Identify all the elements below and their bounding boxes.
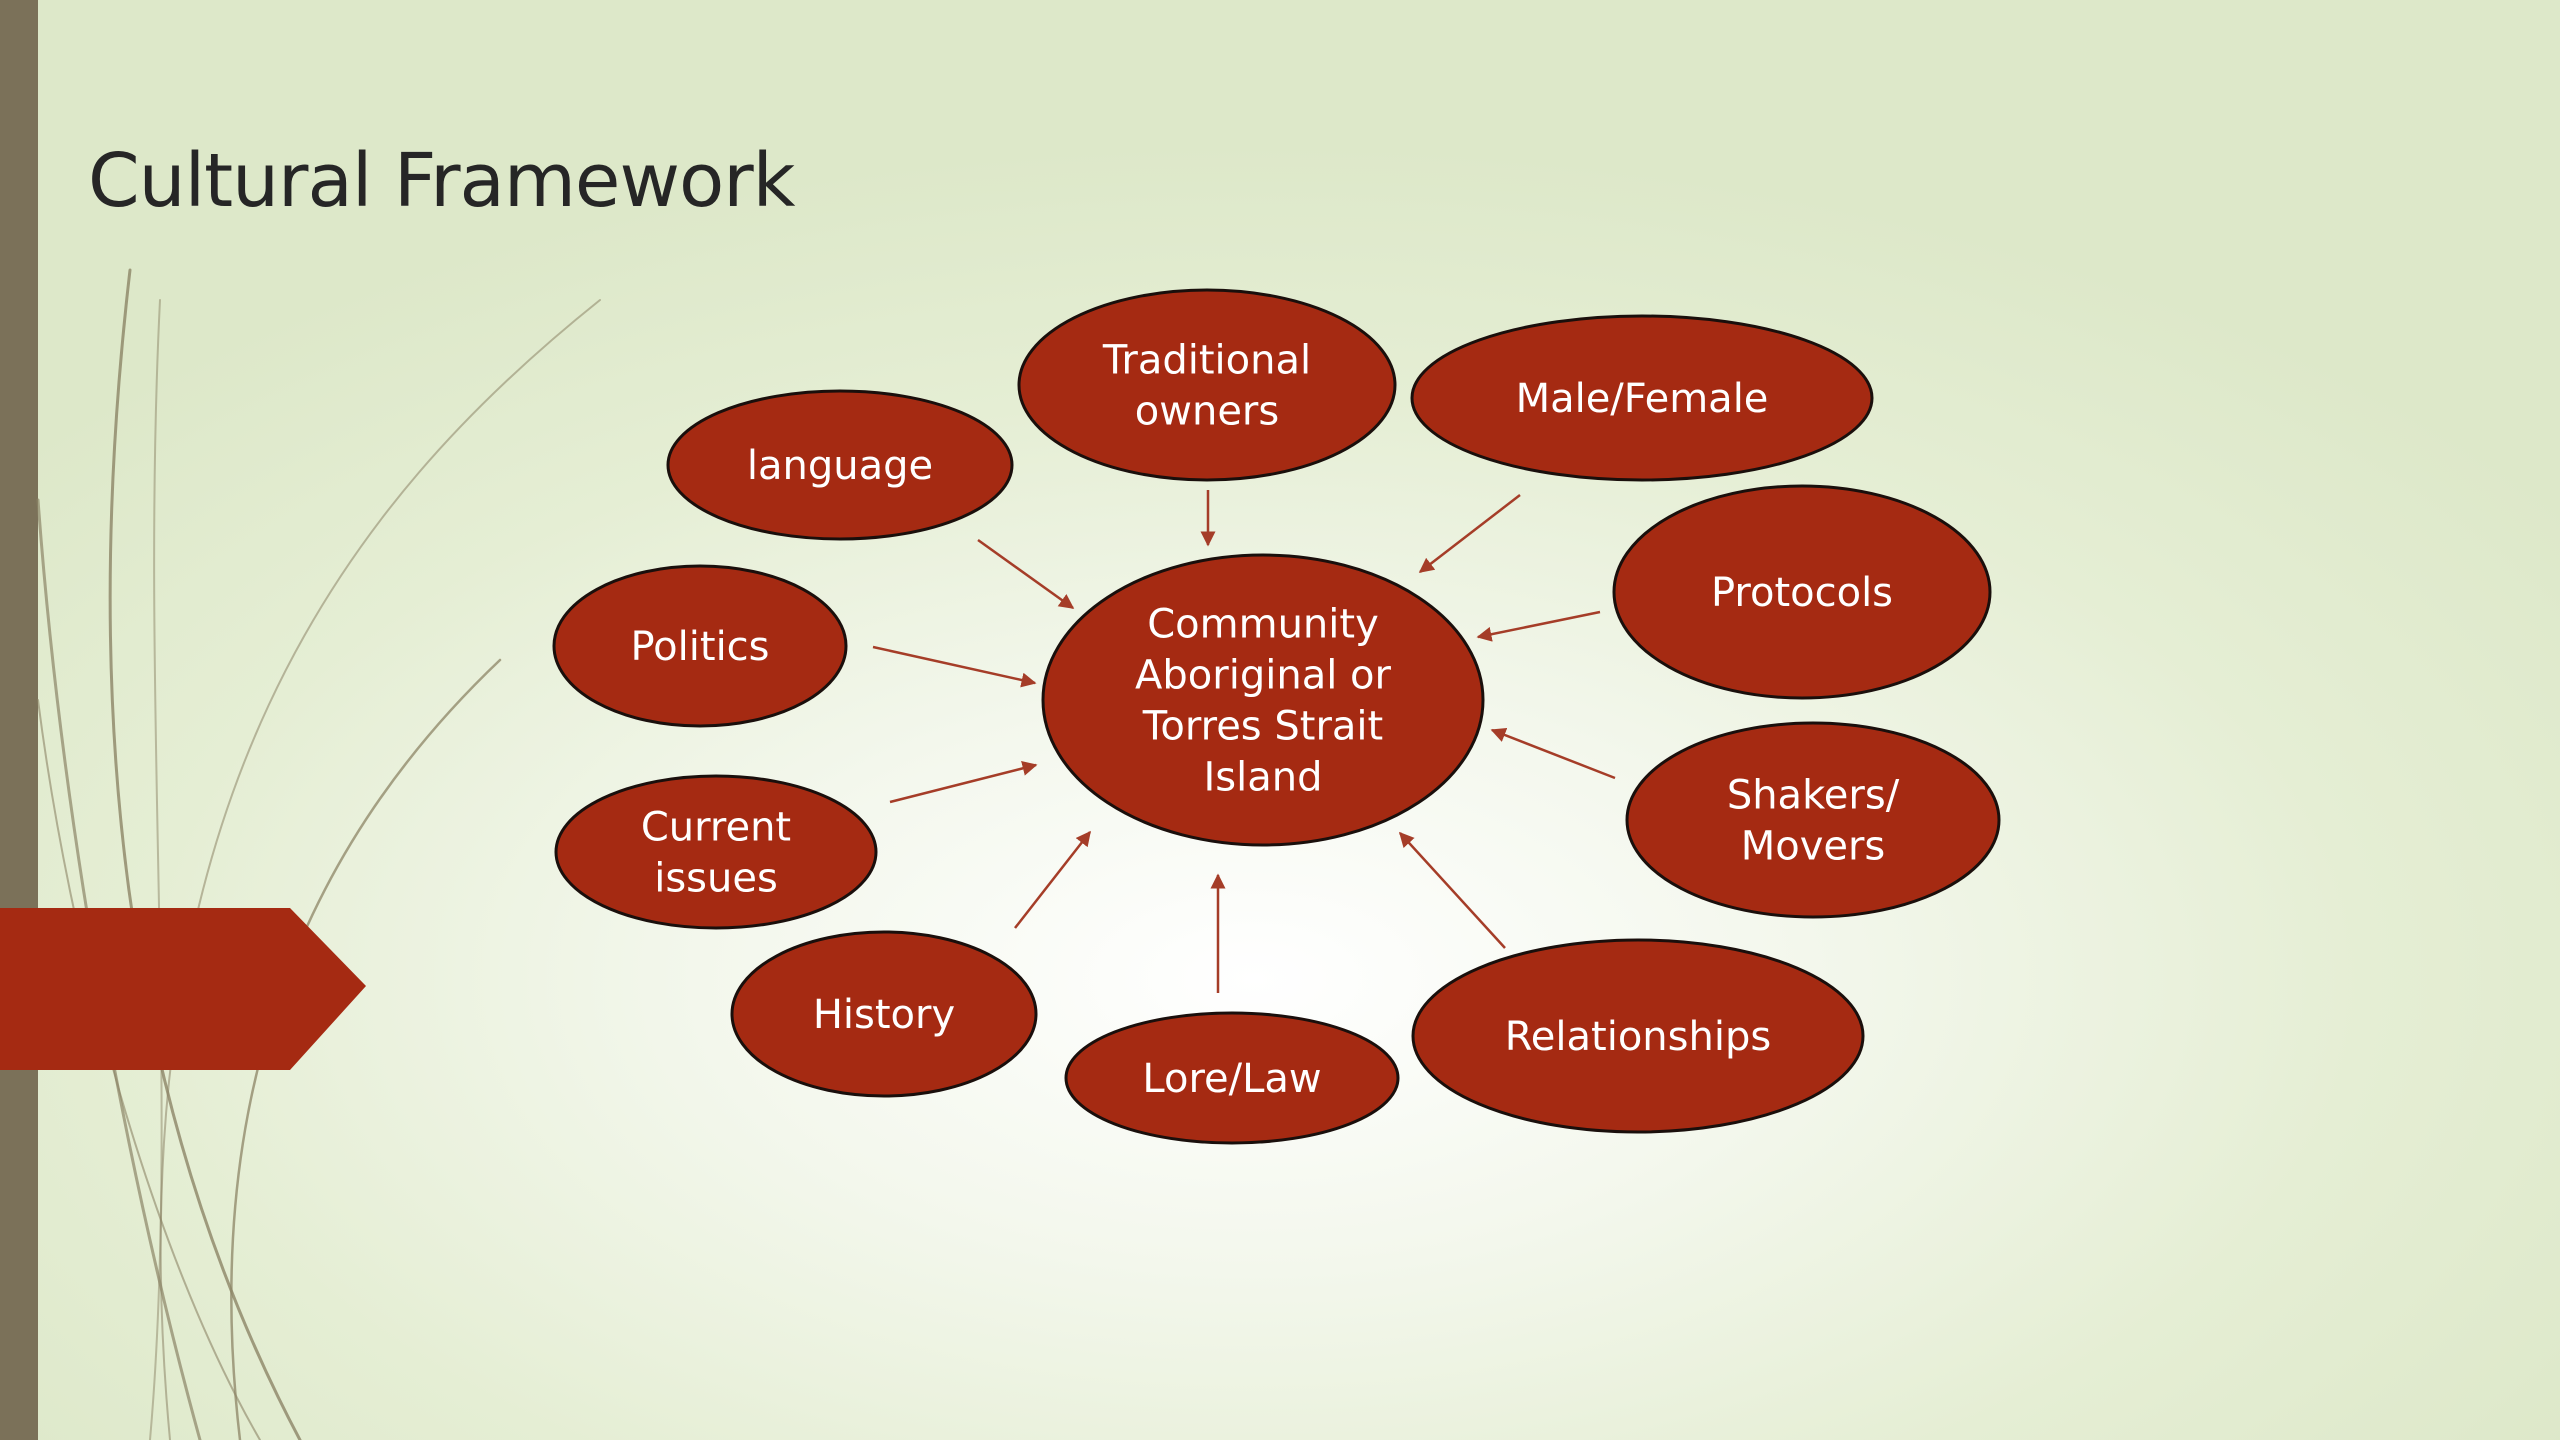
node-label-center-3: Torres Strait	[1142, 704, 1383, 750]
node-ellipse-traditional-owners	[1017, 288, 1397, 482]
node-label-relationships-1: Relationships	[1505, 1014, 1771, 1060]
arrow-politics-to-center	[872, 645, 1037, 688]
node-label-politics-1: Politics	[630, 624, 769, 670]
node-relationships: Relationships	[1411, 938, 1865, 1134]
node-ellipse-politics	[552, 564, 848, 728]
node-label-center-2: Aboriginal or	[1135, 653, 1391, 699]
node-label-center-4: Island	[1203, 755, 1322, 801]
arrow-relationships-to-center	[1398, 831, 1506, 949]
arrow-history-to-center	[1014, 830, 1091, 929]
node-label-lore-law-1: Lore/Law	[1142, 1056, 1321, 1102]
node-label-shakers-movers-1: Shakers/	[1727, 773, 1900, 819]
node-ellipse-current-issues	[554, 774, 878, 930]
node-male-female: Male/Female	[1410, 314, 1874, 482]
node-ellipse-male-female	[1410, 314, 1874, 482]
node-history: History	[730, 930, 1038, 1098]
node-label-male-female-1: Male/Female	[1516, 376, 1769, 422]
arrow-language-to-center	[977, 538, 1075, 610]
node-ellipse-history	[730, 930, 1038, 1098]
arrow-current-issues-to-center	[889, 761, 1038, 804]
page-title: Cultural Framework	[88, 138, 796, 224]
node-ellipse-shakers-movers	[1625, 721, 2001, 919]
node-ellipse-protocols	[1612, 484, 1992, 700]
node-label-current-issues-1: Current	[641, 805, 791, 851]
node-politics: Politics	[552, 564, 848, 728]
node-language: language	[666, 389, 1014, 541]
node-label-shakers-movers-2: Movers	[1741, 824, 1886, 870]
node-traditional-owners: Traditional owners	[1017, 288, 1397, 482]
node-label-protocols-1: Protocols	[1711, 570, 1893, 616]
node-ellipse-language	[666, 389, 1014, 541]
node-label-center-1: Community	[1147, 602, 1379, 648]
accent-tab	[0, 908, 366, 1070]
node-label-current-issues-2: issues	[654, 856, 778, 902]
node-label-traditional-owners-2: owners	[1135, 389, 1279, 435]
node-ellipse-lore-law	[1064, 1011, 1400, 1145]
node-lore-law: Lore/Law	[1064, 1011, 1400, 1145]
node-ellipse-center	[1041, 553, 1485, 847]
node-label-language-1: language	[747, 443, 933, 489]
arrow-shakers-movers-to-center	[1490, 727, 1616, 780]
node-shakers-movers: Shakers/Movers	[1625, 721, 2001, 919]
left-accent-bar	[0, 0, 38, 1440]
node-current-issues: Current issues	[554, 774, 878, 930]
node-ellipse-relationships	[1411, 938, 1865, 1134]
node-label-history-1: History	[813, 992, 955, 1038]
node-protocols: Protocols	[1612, 484, 1992, 700]
node-label-traditional-owners-1: Traditional	[1102, 338, 1311, 384]
arrow-protocols-to-center	[1476, 610, 1601, 642]
arrow-male-female-to-center	[1418, 494, 1521, 573]
